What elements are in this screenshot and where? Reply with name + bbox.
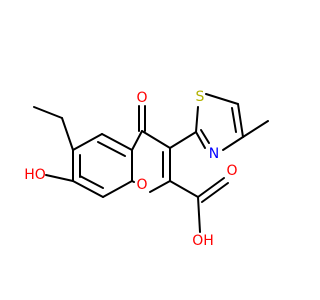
bond-n-c2t-inner <box>200 129 210 144</box>
bond-c5t-c4t <box>237 103 244 138</box>
bond-c4t-ch3 <box>242 120 269 138</box>
bond-c7-oh <box>45 174 74 182</box>
atom-labels: O S N O O OH HO <box>24 89 237 249</box>
bonds <box>33 93 269 233</box>
atom-n-thiazole: N <box>209 146 219 162</box>
atom-oh-acid: OH <box>192 233 214 249</box>
bond-c8a-c8 <box>102 180 133 198</box>
bond-s-c5t <box>205 93 239 105</box>
bond-ethyl-ch3 <box>33 106 63 119</box>
bond-c8-c7-inner <box>79 175 104 189</box>
atom-o-carbonyl: O <box>136 90 147 106</box>
atom-o-ring: O <box>136 177 147 193</box>
bond-c3-thiazole <box>169 131 197 149</box>
molecule-canvas: O S N O O OH HO <box>24 89 269 249</box>
bond-cooh-o-b <box>201 182 229 203</box>
bond-c4t-n <box>222 136 244 151</box>
atom-o-acid-carbonyl: O <box>226 163 237 179</box>
molecule-structure: O S N O O OH HO <box>24 89 269 249</box>
bond-c4-c3 <box>141 130 171 149</box>
bond-c2-cooh <box>169 180 199 198</box>
atom-s-thiazole: S <box>196 89 205 105</box>
bond-c5t-c4t-inner <box>231 107 237 133</box>
bond-c5-c4a <box>101 133 133 151</box>
bond-c6-c5 <box>72 133 103 151</box>
bond-c8-c7 <box>72 180 104 198</box>
bond-c2-o1 <box>149 180 171 193</box>
bond-ethyl-ch2 <box>61 117 74 151</box>
bond-n-c2t <box>195 131 206 149</box>
bond-cooh-oh <box>197 196 201 233</box>
bond-c2t-s <box>195 106 199 133</box>
bond-c5-c4a-inner <box>97 141 126 157</box>
bond-c8a-o1 <box>131 180 135 183</box>
bond-c4a-c4 <box>131 130 143 151</box>
bond-cooh-o-a <box>197 177 225 198</box>
atom-ho-phenol: HO <box>24 167 46 183</box>
